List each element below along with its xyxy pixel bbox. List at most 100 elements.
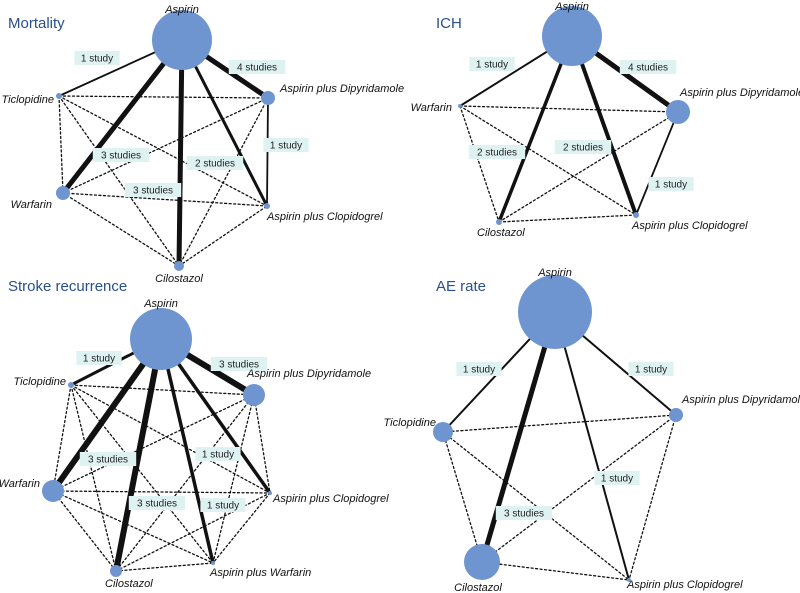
edge-label-text: 1 study	[270, 141, 302, 152]
node-label-ticlopidine: Ticlopidine	[384, 417, 437, 429]
edge-label-aspirin-tic: 1 study	[76, 351, 122, 365]
node-label-warfarin: Warfarin	[411, 102, 452, 114]
node-label-aspirin-plus-clopidogrel: Aspirin plus Clopidogrel	[272, 493, 389, 505]
node-cilostazol	[174, 261, 184, 271]
direct-edge-aspirin-cil	[497, 35, 574, 223]
nodes-layer	[42, 308, 272, 577]
edge-label-background	[648, 177, 694, 191]
node-label-ticlopidine: Ticlopidine	[14, 376, 67, 388]
edge-label-aspirin-cil: 3 studies	[128, 496, 186, 510]
edge-label-aspirin-apd: 4 studies	[619, 60, 677, 74]
node-label-cilostazol: Cilostazol	[155, 273, 203, 285]
indirect-edge-apd-cil	[178, 97, 269, 267]
edges-layer	[442, 311, 677, 581]
node-label-warfarin: Warfarin	[0, 478, 40, 490]
node-label-cilostazol: Cilostazol	[105, 578, 153, 590]
node-aspirin-plus-dipyridamole	[669, 408, 683, 422]
node-cilostazol	[496, 219, 502, 225]
nodes-layer	[458, 6, 690, 225]
edge-label-war-apc: 3 studies	[124, 183, 182, 197]
edge-label-background	[74, 51, 120, 65]
node-warfarin	[42, 480, 64, 502]
edge-label-aspirin-apd: 4 studies	[228, 60, 286, 74]
edge-label-aspirin-tic: 1 study	[456, 362, 502, 376]
indirect-edge-war-apc	[52, 490, 271, 494]
edge-label-text: 3 studies	[137, 499, 177, 510]
edge-label-background	[263, 138, 309, 152]
direct-edge-aspirin-apc	[159, 337, 272, 495]
indirect-edge-war-cil	[52, 490, 117, 572]
edge-label-background	[200, 498, 246, 512]
edge-label-background	[594, 471, 640, 485]
indirect-edge-war-apd	[459, 105, 679, 113]
edge-label-text: 3 studies	[504, 509, 544, 520]
indirect-edge-cil-apd	[498, 111, 679, 223]
edge-label-background	[228, 60, 286, 74]
edge-label-background	[76, 351, 122, 365]
edge-label-aspirin-apd: 3 studies	[210, 357, 268, 371]
indirect-edge-cil-apc	[481, 561, 630, 581]
node-aspirin-plus-clopidogrel	[264, 203, 270, 209]
edge-label-background	[92, 148, 150, 162]
edge-label-text: 1 study	[635, 365, 667, 376]
indirect-edge-war-apw	[52, 490, 214, 564]
edge-label-aspirin-apd: 1 study	[628, 362, 674, 376]
edge-label-text: 1 study	[601, 474, 633, 485]
edge-label-text: 1 study	[476, 60, 508, 71]
node-label-aspirin-plus-dipyridamole: Aspirin plus Dipyridamole	[246, 368, 371, 380]
indirect-edge-apd-apc	[253, 394, 271, 494]
edge-labels-layer: 1 study 3 studies 3 studies 3 studies 1 stud…	[0, 298, 389, 590]
edge-label-text: 1 study	[83, 354, 115, 365]
indirect-edge-tic-war	[52, 384, 72, 492]
node-label-aspirin-plus-clopidogrel: Aspirin plus Clopidogrel	[631, 220, 748, 232]
edge-label-background	[468, 145, 526, 159]
direct-edge-apd-apc	[635, 111, 679, 216]
node-aspirin-plus-clopidogrel	[633, 212, 639, 218]
indirect-edge-war-apd	[62, 97, 269, 194]
node-label-aspirin: Aspirin	[143, 298, 178, 310]
network-title: Stroke recurrence	[8, 278, 127, 295]
edge-label-background	[124, 183, 182, 197]
edge-label-war-apd: 3 studies	[92, 148, 150, 162]
edge-label-text: 2 studies	[195, 159, 235, 170]
indirect-edge-cil-apw	[115, 562, 214, 572]
indirect-edge-cil-apc	[498, 214, 637, 223]
direct-edge-aspirin-war	[61, 38, 184, 195]
edge-label-aspirin-war: 3 studies	[79, 452, 137, 466]
indirect-edge-cil-apc	[178, 205, 268, 267]
network-title: Mortality	[8, 15, 65, 32]
node-aspirin-plus-warfarin	[211, 561, 215, 565]
node-aspirin-plus-clopidogrel	[268, 491, 272, 495]
node-label-aspirin-plus-clopidogrel: Aspirin plus Clopidogrel	[266, 211, 383, 223]
indirect-edge-war-cil	[62, 192, 180, 267]
node-cilostazol	[110, 565, 122, 577]
node-label-cilostazol: Cilostazol	[454, 582, 502, 593]
edge-label-background	[628, 362, 674, 376]
edge-label-aspirin-cil: 3 studies	[495, 506, 553, 520]
direct-edge-aspirin-apc	[570, 35, 638, 216]
indirect-edge-war-apc	[459, 105, 637, 216]
edge-label-aspirin-apw: 1 study	[200, 498, 246, 512]
indirect-edge-tic-apd	[58, 95, 269, 99]
edge-label-background	[554, 140, 612, 154]
edge-label-background	[128, 496, 186, 510]
node-aspirin-plus-clopidogrel	[627, 578, 631, 582]
node-label-aspirin: Aspirin	[554, 1, 589, 13]
direct-edge-aspirin-cil	[479, 311, 558, 563]
indirect-edge-apd-cil	[115, 394, 255, 572]
edge-label-text: 2 studies	[477, 148, 517, 159]
direct-edge-aspirin-apc	[180, 39, 269, 207]
indirect-edge-apc-apw	[212, 492, 271, 564]
indirect-edge-war-cil	[459, 105, 500, 223]
node-ticlopidine	[68, 382, 74, 388]
edge-label-text: 3 studies	[88, 455, 128, 466]
indirect-edge-apd-cil	[481, 414, 677, 563]
nodes-layer	[433, 275, 683, 582]
node-label-aspirin-plus-dipyridamole: Aspirin plus Dipyridamole	[679, 87, 800, 99]
node-label-aspirin-plus-dipyridamole: Aspirin plus Dipyridamole	[681, 394, 800, 406]
edge-label-background	[210, 357, 268, 371]
edge-label-background	[186, 156, 244, 170]
